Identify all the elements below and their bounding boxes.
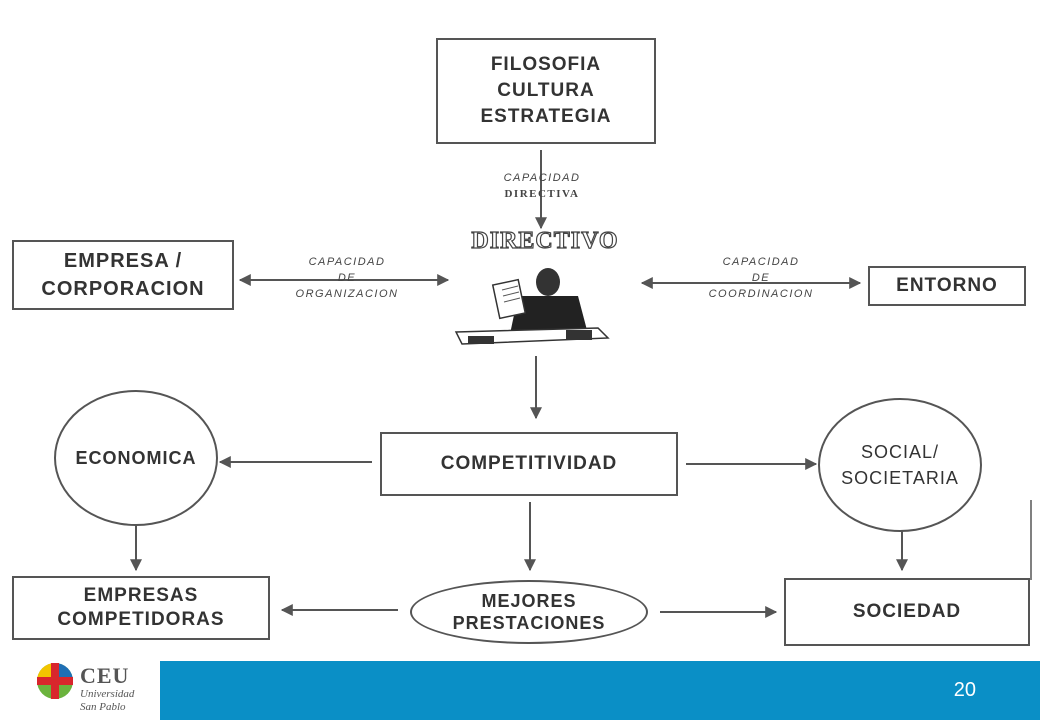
capacidad-organizacion-label: CAPACIDAD DE ORGANIZACION xyxy=(295,256,399,300)
filosofia-label: FILOSOFIA xyxy=(490,54,602,75)
entorno-label: ENTORNO xyxy=(896,275,998,296)
executive-illustration xyxy=(454,268,610,345)
ceu-logo-line1: Universidad xyxy=(80,688,135,700)
competitividad-label: COMPETITIVIDAD xyxy=(440,453,618,474)
entorno-box: ENTORNO xyxy=(868,266,1026,306)
directivo-title: DIRECTIVO xyxy=(471,227,619,254)
cultura-label: CULTURA xyxy=(497,80,595,101)
competitividad-box: COMPETITIVIDAD xyxy=(380,432,678,496)
ceu-emblem-icon xyxy=(37,663,73,699)
mejores-prestaciones-ellipse: MEJORES PRESTACIONES xyxy=(410,580,648,644)
diagram-connectors xyxy=(130,150,1032,618)
estrategia-label: ESTRATEGIA xyxy=(480,106,612,127)
filosofia-box: FILOSOFIA CULTURA ESTRATEGIA xyxy=(436,38,656,144)
capacidad-directiva-label: CAPACIDAD DIRECTIVA xyxy=(503,172,581,200)
economica-label: ECONOMICA xyxy=(75,447,197,468)
empresas-label: EMPRESAS xyxy=(83,585,199,606)
page-number: 20 xyxy=(953,679,976,701)
ceu-logo-text: CEU Universidad San Pablo xyxy=(80,664,134,714)
social-label: SOCIAL/ xyxy=(860,442,940,462)
empresa-corporacion-box: EMPRESA / CORPORACION xyxy=(12,240,234,310)
ceu-logo: CEU Universidad San Pablo xyxy=(36,660,156,718)
ceu-logo-name: CEU xyxy=(80,663,130,688)
empresas-competidoras-box: EMPRESAS COMPETIDORAS xyxy=(12,576,270,640)
competidoras-label: COMPETIDORAS xyxy=(57,609,225,630)
ceu-logo-line2: San Pablo xyxy=(80,701,126,713)
prestaciones-label: PRESTACIONES xyxy=(452,613,606,633)
capacidad-coordinacion-label: CAPACIDAD DE COORDINACION xyxy=(708,256,814,300)
footer-bar: 20 xyxy=(160,661,1040,720)
mejores-label: MEJORES xyxy=(481,591,577,611)
sociedad-box: SOCIEDAD xyxy=(784,578,1030,646)
social-societaria-circle: SOCIAL/ SOCIETARIA xyxy=(818,398,982,532)
corporacion-label: CORPORACION xyxy=(41,278,205,300)
economica-circle: ECONOMICA xyxy=(54,390,218,526)
societaria-label: SOCIETARIA xyxy=(841,468,959,488)
empresa-label: EMPRESA / xyxy=(63,250,183,272)
sociedad-label: SOCIEDAD xyxy=(852,601,962,622)
